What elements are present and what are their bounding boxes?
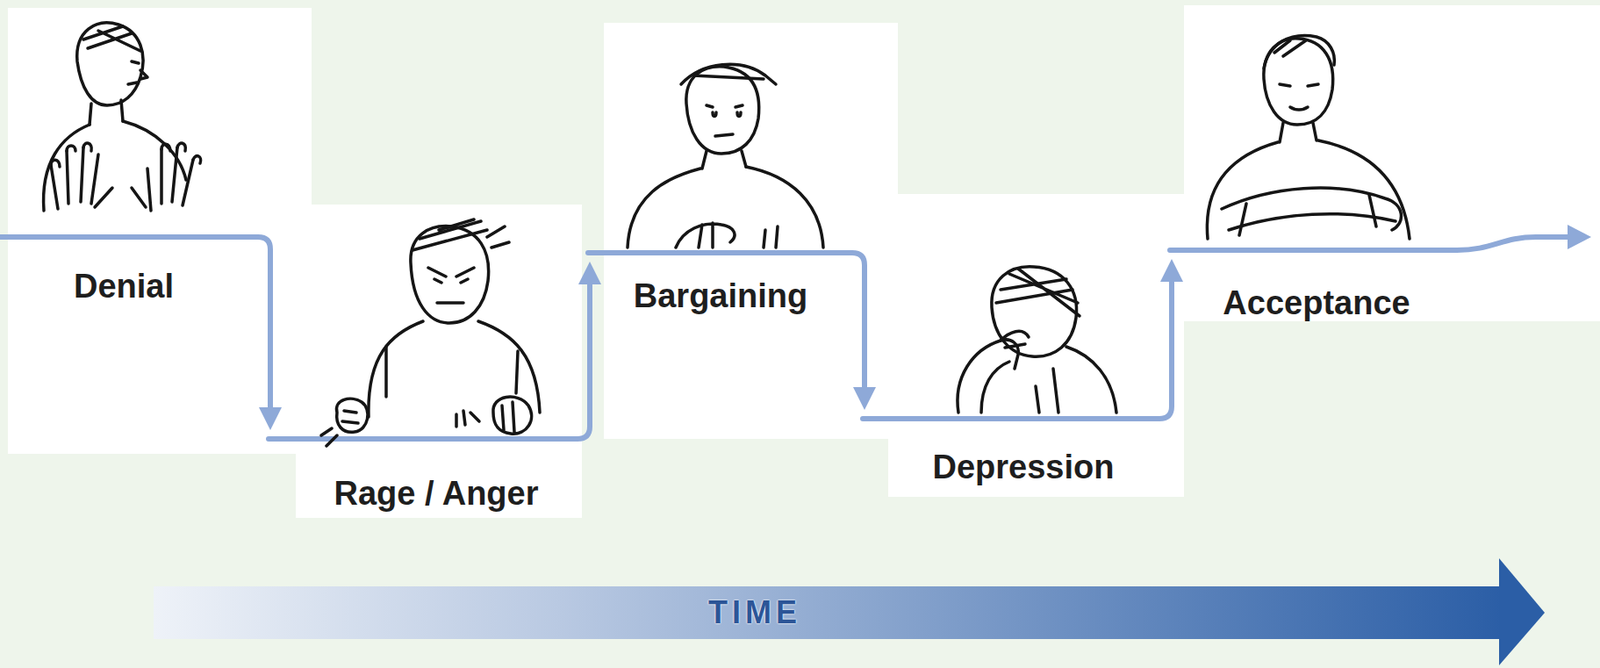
arrow-line <box>0 236 271 409</box>
stage-label: Depression <box>932 447 1115 487</box>
arrow-head <box>1160 258 1184 282</box>
stage-panel: Rage / Anger <box>295 204 582 518</box>
arrow-line <box>862 279 1172 419</box>
stage-panel: Denial <box>7 7 312 454</box>
stage-arrow <box>862 258 1184 419</box>
stage-panel: Depression <box>888 193 1184 497</box>
arrow-head <box>578 261 602 285</box>
stage-label: Bargaining <box>633 276 808 316</box>
stage-label: Acceptance <box>1222 283 1410 323</box>
stage-arrow <box>268 261 602 439</box>
stage-label: Denial <box>73 266 174 306</box>
depression-figure <box>957 266 1117 413</box>
arrow-head <box>258 407 282 431</box>
rage-figure <box>321 219 540 446</box>
bargaining-figure <box>627 64 824 248</box>
stage-arrow <box>588 252 876 410</box>
stage-label: Rage / Anger <box>334 473 539 513</box>
time-layer: TIME <box>0 0 94 37</box>
denial-figure <box>43 22 201 211</box>
arrow-line <box>268 282 590 439</box>
arrow-head <box>853 387 876 410</box>
stage-arrow <box>0 236 282 431</box>
time-label: TIME <box>708 594 802 632</box>
stage-panel: Acceptance <box>1183 5 1600 322</box>
stage-panel: Bargaining <box>603 22 898 439</box>
arrow-line <box>588 252 865 389</box>
acceptance-figure <box>1206 35 1410 239</box>
